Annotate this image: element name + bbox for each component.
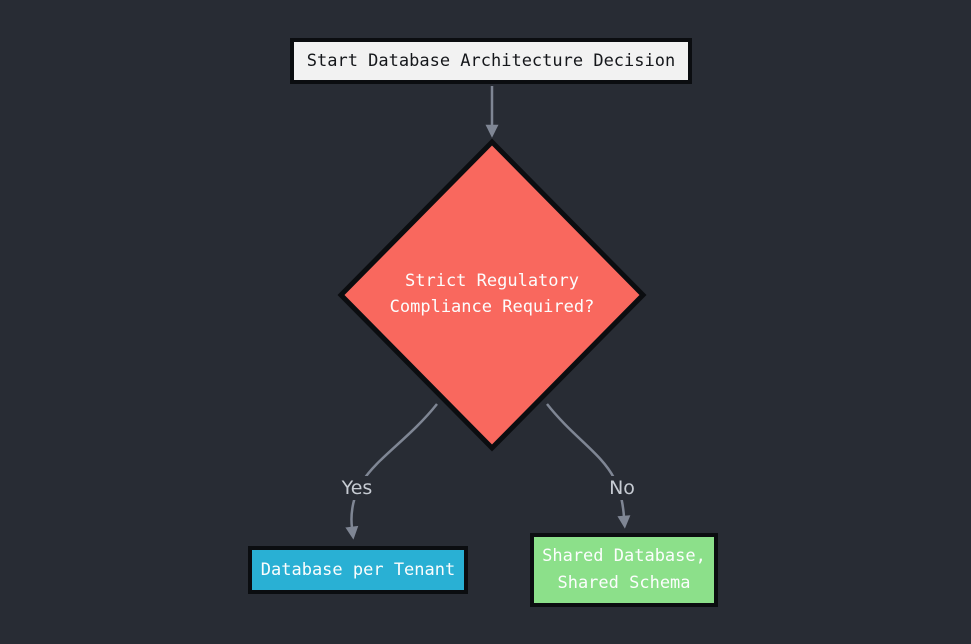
start-node: Start Database Architecture Decision — [290, 38, 692, 84]
decision-diamond-shape — [337, 138, 647, 452]
decision-node-label: Strict Regulatory Compliance Required? — [341, 268, 643, 320]
no-result-label-line1: Shared Database, — [542, 546, 706, 566]
edge-label-no: No — [602, 476, 642, 500]
result-node-database-per-tenant: Database per Tenant — [248, 546, 468, 594]
yes-result-label: Database per Tenant — [260, 560, 456, 580]
decision-label-line2: Compliance Required? — [389, 297, 595, 317]
edge-label-yes: Yes — [334, 476, 380, 500]
edge-no — [546, 403, 631, 529]
edge-yes — [345, 403, 438, 540]
no-result-label-line2: Shared Schema — [557, 573, 691, 593]
start-node-label: Start Database Architecture Decision — [306, 51, 676, 71]
result-node-shared-database: Shared Database, Shared Schema — [530, 533, 718, 607]
decision-label-line1: Strict Regulatory — [405, 271, 579, 291]
